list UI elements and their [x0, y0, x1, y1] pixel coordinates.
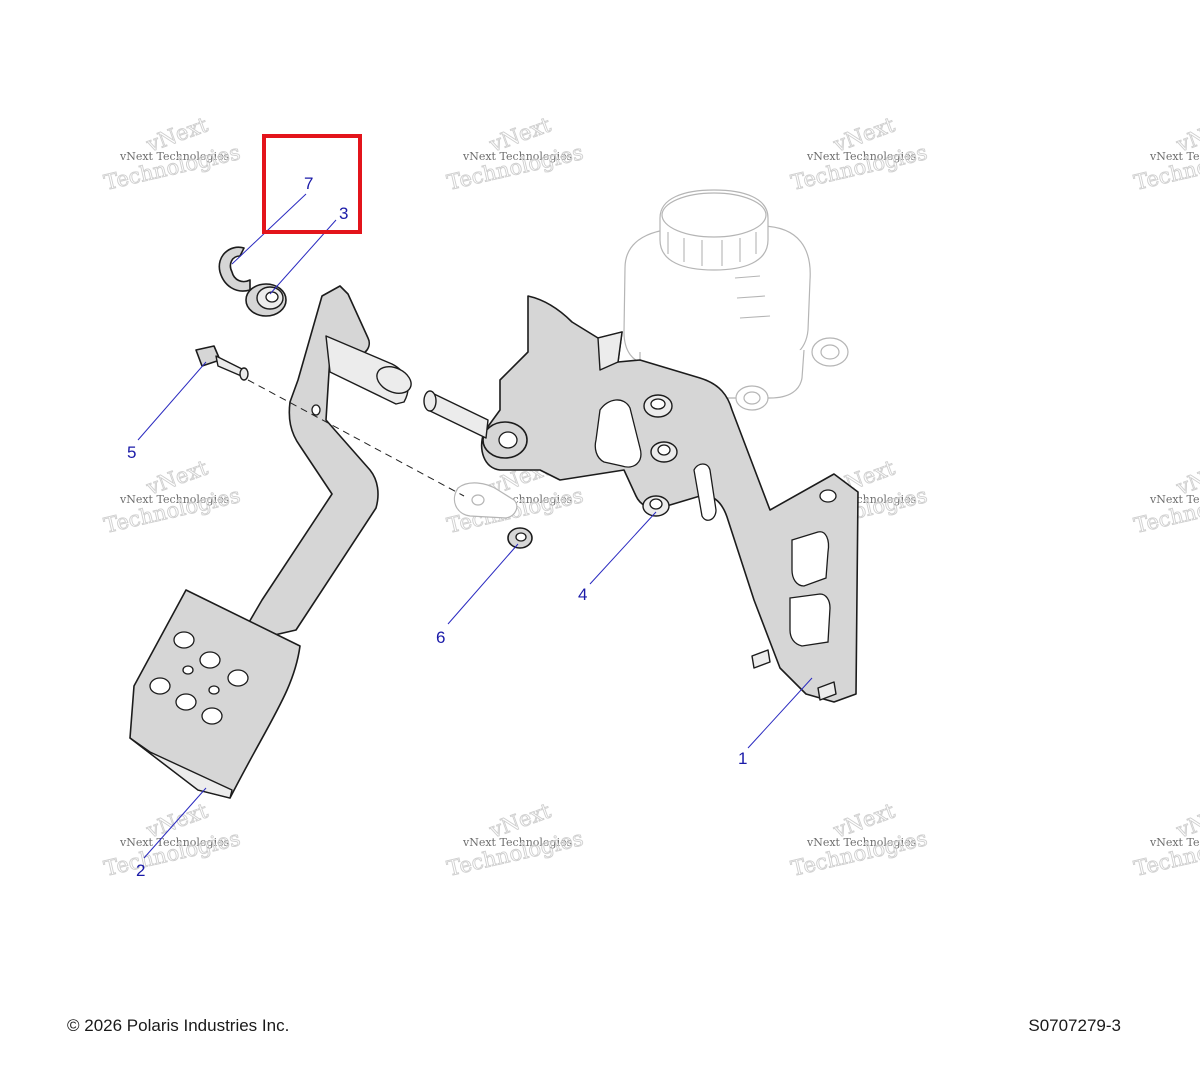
callout-6[interactable]: 6	[436, 628, 445, 647]
watermark-text: vNext Technologies	[1149, 836, 1200, 849]
watermark-text: vNext Technologies	[1149, 493, 1200, 506]
watermark-text: vNext Technologies	[119, 493, 230, 506]
master-cylinder-ghost	[623, 189, 849, 411]
leader-2	[143, 787, 207, 859]
lock-nut	[507, 527, 533, 549]
bushing	[245, 283, 287, 317]
watermark: vNext vNext Technologies Technologies	[788, 798, 930, 881]
watermark-text: vNext Technologies	[462, 150, 573, 163]
watermark-text: vNext Technologies	[806, 150, 917, 163]
callout-7[interactable]: 7	[304, 174, 313, 193]
watermark-text: vNext Technologies	[462, 836, 573, 849]
watermark: vNext vNext Technologies Technologies	[444, 798, 586, 881]
callout-2[interactable]: 2	[136, 861, 145, 880]
pivot-shaft	[423, 390, 518, 519]
brake-pedal	[129, 285, 412, 799]
e-clip	[218, 246, 251, 292]
callout-1[interactable]: 1	[738, 749, 747, 768]
assembly-centerline	[247, 379, 465, 497]
callout-5[interactable]: 5	[127, 443, 136, 462]
leader-6	[447, 543, 519, 625]
watermark-text: vNext Technologies	[119, 150, 230, 163]
leader-7	[231, 193, 307, 265]
leader-1	[747, 677, 813, 749]
leader-5	[137, 361, 207, 441]
watermark-text: vNext Technologies	[119, 836, 230, 849]
watermark: vNext vNext Technologies Technologies	[1131, 455, 1200, 538]
watermark: vNext vNext Technologies Technologies	[1131, 798, 1200, 881]
watermark: vNext vNext Technologies Technologies	[101, 112, 243, 195]
shoulder-bolt	[195, 345, 249, 381]
mounting-bracket	[480, 295, 859, 703]
watermark: vNext vNext Technologies Technologies	[101, 455, 243, 538]
callout-4[interactable]: 4	[578, 585, 587, 604]
watermark-text: vNext Technologies	[1149, 150, 1200, 163]
watermark: vNext vNext Technologies Technologies	[101, 798, 243, 881]
callouts: 1 2 3 4 5 6 7	[127, 174, 747, 880]
copyright-text: © 2026 Polaris Industries Inc.	[67, 1016, 290, 1035]
callout-3[interactable]: 3	[339, 204, 348, 223]
watermark: vNext vNext Technologies Technologies	[788, 112, 930, 195]
watermark-text: vNext Technologies	[806, 836, 917, 849]
watermark: vNext vNext Technologies Technologies	[444, 112, 586, 195]
highlight-box	[262, 134, 362, 234]
drawing-number: S0707279-3	[1028, 1016, 1121, 1035]
watermark: vNext vNext Technologies Technologies	[1131, 112, 1200, 195]
leader-lines	[137, 193, 813, 859]
leader-4	[589, 511, 657, 585]
